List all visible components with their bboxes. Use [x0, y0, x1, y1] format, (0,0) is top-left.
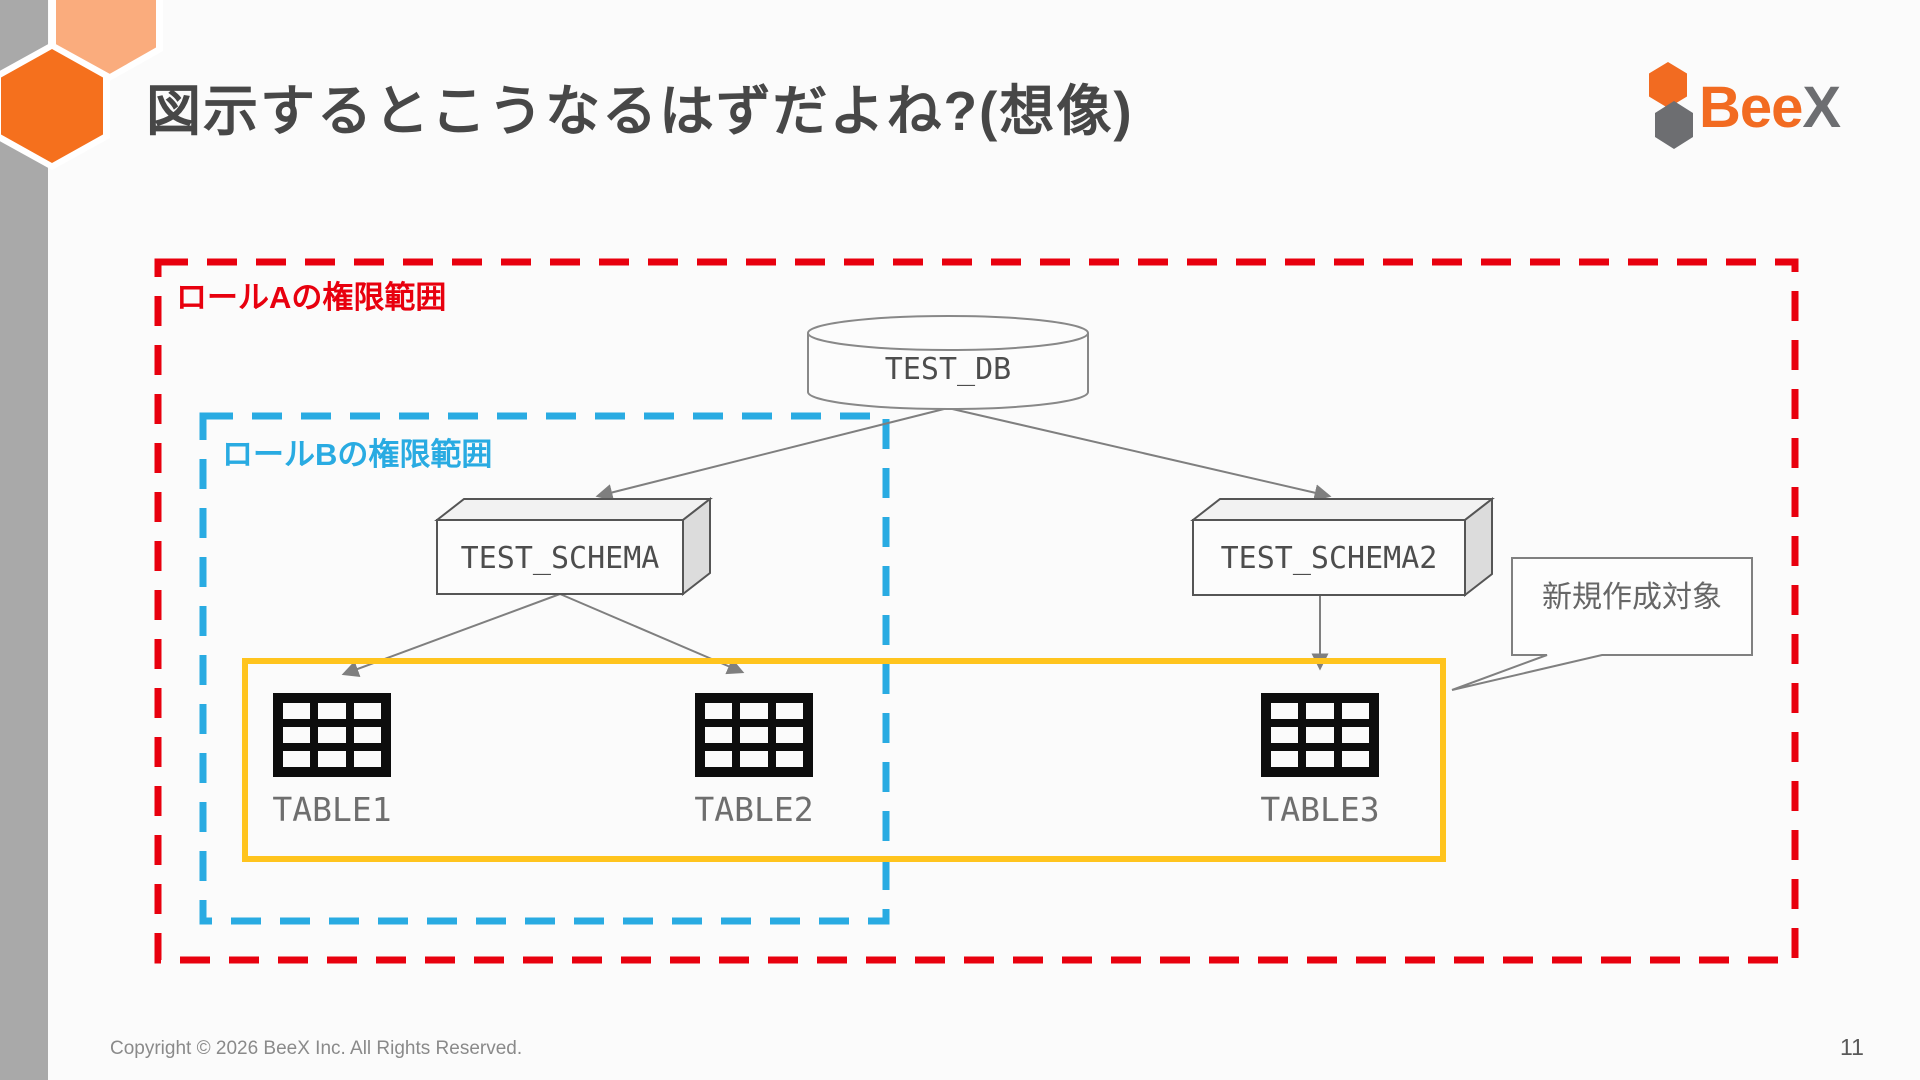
table3-icon	[1261, 693, 1379, 777]
hexagon-decoration-light	[49, 0, 163, 83]
table1-label: TABLE1	[272, 790, 392, 829]
callout-bubble	[1451, 557, 1753, 691]
table1-icon	[273, 693, 391, 777]
table2-label: TABLE2	[694, 790, 814, 829]
schema1-box	[434, 496, 713, 597]
beex-logo-hexagon-bottom-icon	[1655, 101, 1693, 149]
schema2-label: TEST_SCHEMA2	[1220, 541, 1438, 576]
beex-logo: BeeX	[1645, 58, 1885, 153]
callout-label: 新規作成対象	[1542, 581, 1722, 614]
beex-logo-text: BeeX	[1699, 74, 1841, 141]
slide-title: 図示するとこうなるはずだよね?(想像)	[146, 80, 1134, 142]
db-cylinder-body	[807, 333, 1089, 410]
connector-db-schema2	[947, 407, 1332, 502]
beex-logo-text-orange: Bee	[1699, 75, 1803, 140]
page-number: 11	[1840, 1034, 1864, 1060]
db-label: TEST_DB	[884, 352, 1012, 387]
db-cylinder-top	[807, 315, 1089, 351]
role-b-boundary	[199, 412, 890, 925]
beex-logo-hexagon-top-icon	[1649, 62, 1687, 108]
role-b-label: ロールBの権限範囲	[222, 437, 493, 472]
copyright-text: Copyright © 2026 BeeX Inc. All Rights Re…	[110, 1038, 523, 1059]
role-a-label: ロールAの権限範囲	[176, 280, 447, 315]
left-accent-band	[0, 0, 48, 1080]
role-a-boundary	[154, 258, 1799, 964]
connector-db-schema1	[595, 407, 949, 501]
beex-logo-text-gray: X	[1802, 75, 1841, 140]
schema1-label: TEST_SCHEMA	[460, 541, 660, 576]
table3-label: TABLE3	[1260, 790, 1380, 829]
table2-icon	[695, 693, 813, 777]
highlight-box-new-tables	[242, 658, 1446, 862]
schema2-box	[1190, 496, 1495, 598]
